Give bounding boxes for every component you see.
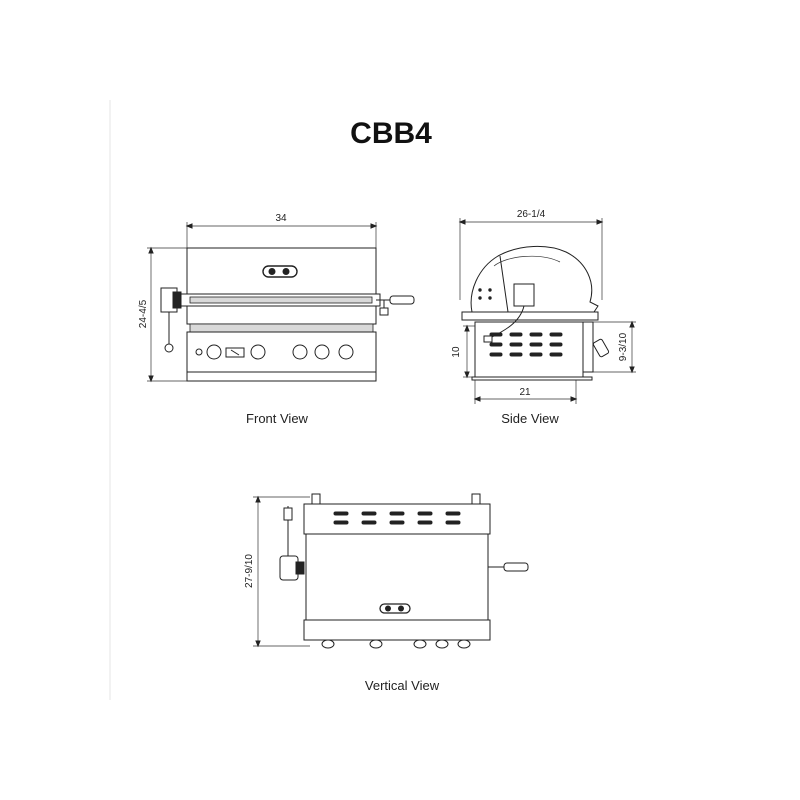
burner-knob — [369, 639, 383, 649]
burner-knob — [292, 344, 308, 360]
burner-knob — [413, 639, 427, 649]
burner-knob — [435, 639, 449, 649]
side-left-dimension: 10 — [451, 324, 475, 379]
side-view: 26-1/4 10 9-3/10 21 — [451, 209, 636, 426]
side-power-cord — [489, 305, 525, 339]
front-handle-rod — [189, 296, 373, 304]
vertical-spit-end — [488, 562, 529, 572]
burner-knob — [321, 639, 335, 649]
front-width-label: 34 — [275, 213, 287, 224]
side-rail — [461, 311, 599, 321]
page-title: CBB4 — [350, 117, 432, 150]
side-base — [471, 376, 593, 381]
side-control-face — [582, 321, 594, 373]
burner-knob — [206, 344, 222, 360]
vertical-rotisserie-motor — [279, 506, 305, 581]
vertical-view-caption: Vertical View — [365, 678, 440, 693]
front-base — [186, 371, 377, 382]
side-knob — [592, 338, 610, 358]
side-vent-slots — [489, 332, 563, 357]
side-cord-plug — [483, 335, 493, 343]
vertical-front-rail — [303, 619, 491, 641]
vertical-back-bracket — [311, 493, 321, 505]
vertical-depth-dimension: 27-9/10 — [244, 495, 310, 648]
rotisserie-motor — [160, 287, 182, 353]
vertical-back-bracket — [471, 493, 481, 505]
vertical-rear-panel — [303, 503, 491, 535]
ignition-button — [195, 348, 203, 356]
vertical-depth-label: 27-9/10 — [244, 554, 255, 588]
burner-knob — [338, 344, 354, 360]
front-height-dimension: 24-4/5 — [138, 246, 187, 383]
front-hood-logo — [262, 265, 298, 278]
side-bottom-dimension: 21 — [473, 378, 578, 404]
front-light-strip — [189, 323, 374, 333]
side-right-dimension: 9-3/10 — [588, 320, 636, 374]
front-upper-body — [186, 305, 377, 325]
burner-knob — [457, 639, 471, 649]
side-hood-seam — [499, 255, 509, 313]
side-hood-line — [493, 255, 561, 267]
front-view: 34 24-4/5 — [138, 213, 415, 426]
side-firebox — [474, 321, 584, 378]
side-hood-rivets — [478, 288, 492, 300]
front-view-caption: Front View — [246, 411, 309, 426]
side-right-label: 9-3/10 — [618, 332, 629, 361]
vertical-hood-logo — [379, 603, 411, 614]
burner-knobs — [206, 344, 354, 360]
vertical-view: 27-9/10 — [244, 493, 529, 693]
burner-knob — [314, 344, 330, 360]
rotisserie-spit-end — [376, 295, 415, 316]
side-top-dimension: 26-1/4 — [458, 209, 604, 300]
front-height-label: 24-4/5 — [138, 299, 149, 328]
front-width-dimension: 34 — [185, 213, 378, 248]
vertical-vent-slots — [333, 511, 461, 525]
side-bottom-label: 21 — [519, 387, 531, 398]
side-motor-box — [513, 283, 535, 307]
front-display — [225, 347, 245, 358]
side-view-caption: Side View — [501, 411, 559, 426]
vertical-knobs — [321, 639, 471, 649]
side-hood — [470, 245, 599, 313]
side-left-label: 10 — [451, 346, 462, 358]
side-top-label: 26-1/4 — [517, 209, 546, 220]
burner-knob — [250, 344, 266, 360]
